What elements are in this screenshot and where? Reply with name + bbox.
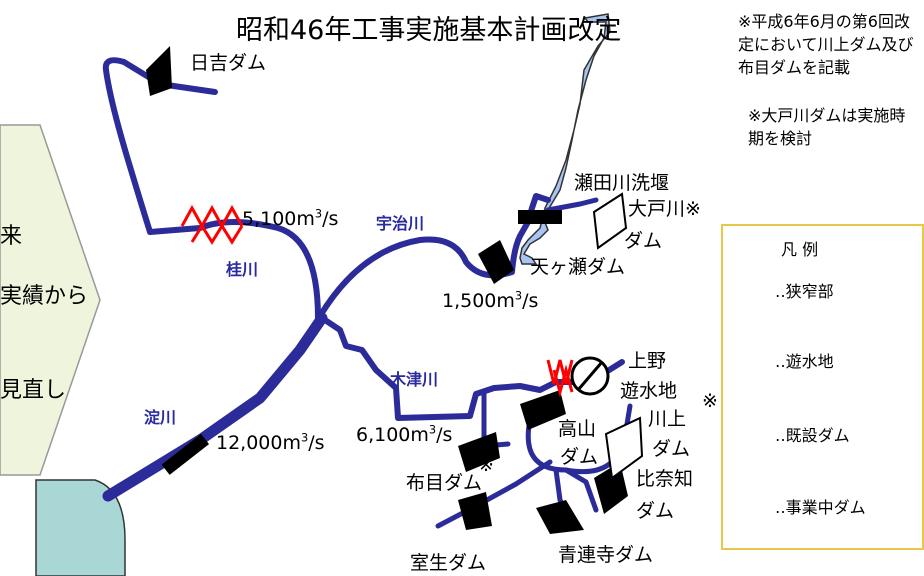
hiyoshi-dam-marker [146, 46, 172, 96]
dam-label-shorenji: 青連寺ダム [558, 544, 654, 566]
side-panel-line-6: 見直し [0, 378, 67, 403]
seta-weir-marker [518, 210, 562, 224]
katsura-river [102, 57, 321, 321]
note-daido: ※大戸川ダムは実施時期を検討 [748, 106, 906, 148]
side-panel [0, 124, 101, 476]
lake-biwa [519, 13, 611, 265]
uji-river [317, 193, 551, 319]
dam-label-takayama-2: ダム [560, 446, 599, 468]
takayama-dam-marker [520, 390, 566, 430]
kizu-river [319, 315, 625, 421]
dam-label-takayama-1: 高山 [558, 418, 597, 440]
kawakami-dam-marker [604, 416, 644, 480]
legend-box: 凡 例 ‥狭窄部 ‥遊水地 ‥既設ダム ‥事業中ダム [721, 224, 924, 550]
yodo-river [102, 312, 328, 502]
daido-dam-marker [592, 192, 628, 250]
dam-label-daido-2: ダム [624, 230, 663, 252]
river-label-uji: 宇治川 [376, 214, 425, 233]
dam-label-daido-1: 大戸川※ [628, 198, 701, 220]
murou-river [435, 459, 553, 529]
dam-label-amagase: 天ヶ瀬ダム [530, 256, 626, 278]
dam-label-ueno-2: 遊水地 [620, 380, 678, 402]
side-panel-line-3: 来 [0, 224, 23, 249]
river-label-katsura: 桂川 [226, 260, 259, 279]
note-revision: ※平成6年6月の第6回改定において川上ダム及び布目ダムを記載 [738, 12, 914, 77]
dam-label-seta: 瀬田川洗堰 [574, 172, 670, 194]
katsura-narrow-mark-bottom [190, 223, 244, 245]
dam-label-hiyoshi: 日吉ダム [190, 52, 267, 74]
river-label-yodo: 淀川 [144, 408, 177, 427]
legend-narrow-label: ‥狭窄部 [775, 282, 834, 301]
legend-planned-dam-label: ‥事業中ダム [775, 498, 866, 517]
dam-label-murou: 室生ダム [410, 552, 487, 574]
shorenji-dam-marker [536, 500, 584, 534]
river-label-kizu: 木津川 [390, 370, 439, 389]
flow-kizu: 6,100m3/s [356, 422, 453, 446]
ueno-retention-marker [570, 356, 610, 396]
yodo-gauge-bar [161, 433, 210, 475]
legend-title: 凡 例 [781, 240, 819, 259]
dam-label-kawakami-1: 川上 [648, 408, 687, 430]
flow-uji: 1,500m3/s [442, 288, 539, 312]
dam-label-kawakami-mark: ※ [702, 390, 718, 412]
nunome-dam-marker [458, 432, 500, 472]
legend-retention-label: ‥遊水地 [775, 352, 834, 371]
side-panel-line-4: 実績から [0, 284, 89, 309]
katsura-narrow-mark-top [180, 204, 244, 230]
kizu-narrow-mark-2 [552, 364, 574, 398]
flow-yodo: 12,000m3/s [216, 430, 325, 454]
page-title: 昭和46年工事実施基本計画改定 [236, 15, 622, 46]
flow-katsura: 5,100m3/s [242, 206, 339, 230]
dam-label-nunome-mark: ※ [478, 454, 494, 476]
dam-label-ueno-1: 上野 [628, 350, 667, 372]
dam-label-nunome: 布目ダム [406, 472, 483, 494]
murou-dam-marker [458, 492, 492, 530]
osaka-bay [35, 479, 126, 576]
dam-label-hinachi-1: 比奈知 [636, 468, 694, 490]
legend-existing-dam-label: ‥既設ダム [775, 426, 850, 445]
dam-label-hinachi-2: ダム [636, 500, 675, 522]
daido-river [545, 197, 599, 213]
amagase-dam-marker [478, 240, 514, 284]
hinachi-dam-marker [594, 462, 628, 514]
dam-label-kawakami-2: ダム [652, 438, 691, 460]
